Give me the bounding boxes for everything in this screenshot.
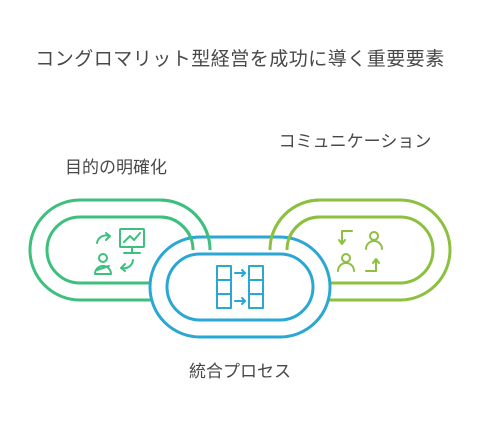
node-label-purpose-clarification: 目的の明確化 bbox=[65, 158, 167, 178]
chain-link-left-overlap bbox=[159, 198, 212, 251]
diagram-title: コングロマリット型経営を成功に導く重要要素 bbox=[35, 48, 445, 70]
people-exchange-icon bbox=[337, 230, 383, 272]
chain-link-center bbox=[148, 235, 332, 339]
strategy-presentation-icon bbox=[94, 228, 145, 275]
node-label-communication: コミュニケーション bbox=[278, 132, 432, 152]
process-integration-icon bbox=[216, 265, 264, 309]
chain-link-right-overlap bbox=[268, 198, 321, 251]
node-label-integration-process: 統合プロセス bbox=[189, 362, 291, 382]
